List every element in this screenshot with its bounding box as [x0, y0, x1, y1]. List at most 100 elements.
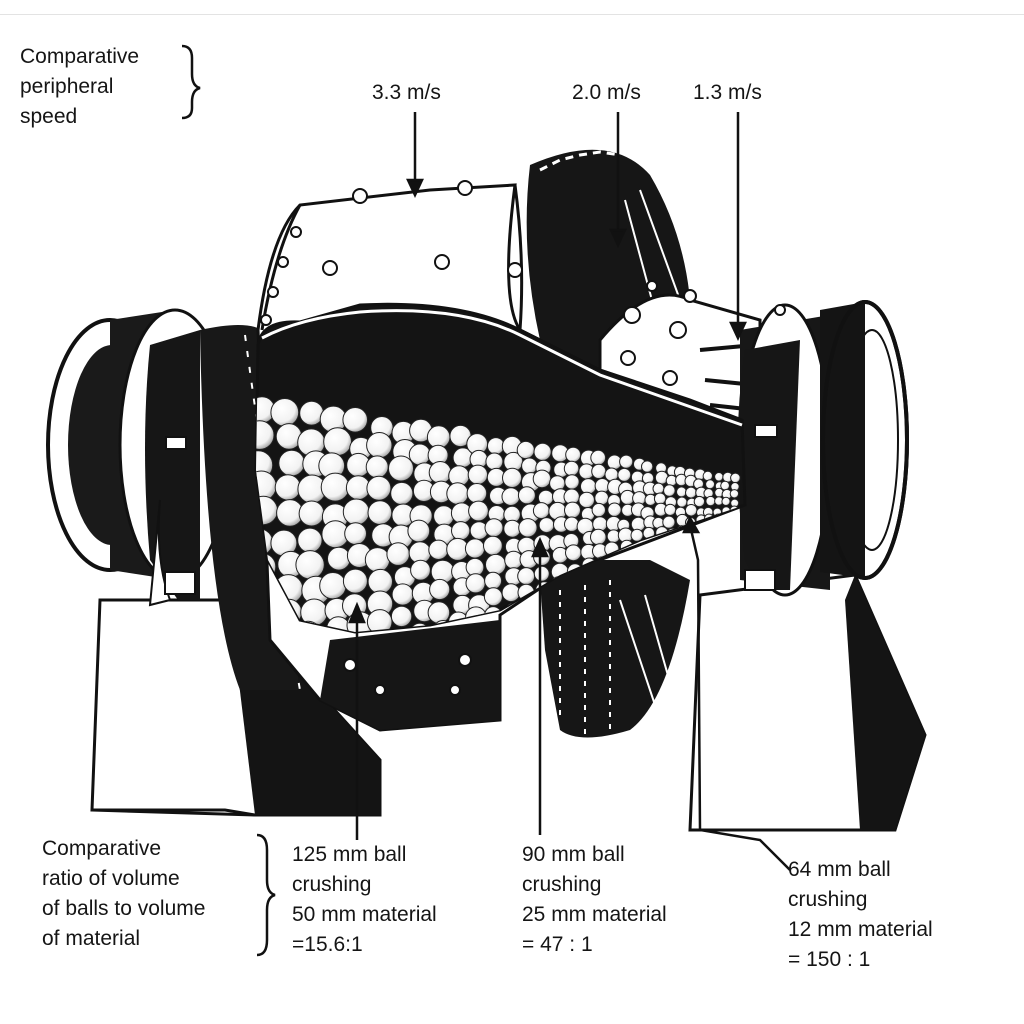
grinding-ball	[298, 500, 325, 527]
grinding-ball	[468, 500, 489, 522]
grinding-ball	[619, 454, 634, 469]
grinding-ball	[483, 535, 503, 556]
grinding-ball	[711, 564, 724, 577]
grinding-ball	[563, 460, 580, 477]
speed-label-end: 1.3 m/s	[693, 81, 762, 104]
grinding-ball	[684, 504, 698, 517]
grinding-ball	[591, 463, 607, 479]
grinding-ball	[705, 576, 717, 588]
grinding-ball	[428, 461, 452, 484]
ball-zone-line: crushing	[788, 888, 868, 911]
grinding-ball	[485, 553, 507, 576]
ball-zone-line: crushing	[522, 873, 602, 896]
grinding-ball	[686, 634, 697, 645]
grinding-ball	[705, 495, 716, 507]
grinding-ball	[713, 558, 724, 569]
grinding-ball	[704, 532, 715, 543]
grinding-ball	[594, 490, 610, 506]
grinding-ball	[652, 482, 665, 495]
grinding-ball	[446, 482, 469, 505]
grinding-ball	[730, 472, 741, 484]
grinding-ball	[408, 443, 431, 466]
grinding-ball	[390, 605, 413, 628]
grinding-ball	[702, 470, 713, 482]
speed-label-shell: 3.3 m/s	[372, 81, 441, 104]
grinding-ball	[451, 521, 471, 541]
grinding-ball	[565, 446, 582, 463]
ball-zone-line: =15.6:1	[292, 933, 363, 956]
grinding-ball	[483, 587, 503, 607]
grinding-ball	[564, 474, 580, 490]
grinding-ball	[590, 528, 607, 546]
grinding-ball	[464, 538, 486, 559]
grinding-ball	[342, 568, 368, 594]
grinding-ball	[630, 528, 644, 542]
grinding-ball	[320, 472, 350, 502]
left-trunnion	[46, 308, 232, 607]
grinding-ball	[722, 574, 733, 585]
ball-zone-64mm: 64 mm ball crushing 12 mm material = 150…	[788, 855, 933, 975]
grinding-ball	[278, 449, 306, 477]
ball-zone-line: 125 mm ball	[292, 843, 407, 866]
grinding-ball	[367, 500, 393, 525]
grinding-ball	[538, 517, 555, 534]
grinding-ball	[720, 513, 732, 525]
grinding-ball	[367, 568, 393, 595]
grinding-ball	[702, 567, 714, 579]
grinding-ball	[386, 542, 411, 566]
grinding-ball	[683, 562, 696, 575]
grinding-ball	[487, 437, 505, 455]
grinding-ball	[390, 481, 414, 506]
speed-legend-line: speed	[20, 105, 78, 128]
grinding-ball	[662, 545, 676, 559]
grinding-ball	[517, 486, 536, 505]
grinding-ball	[607, 502, 622, 517]
grinding-ball	[702, 559, 714, 571]
grinding-ball	[730, 531, 740, 541]
grinding-ball	[731, 523, 741, 534]
grinding-ball	[704, 551, 716, 563]
grinding-ball	[693, 495, 706, 508]
grinding-ball	[297, 527, 323, 553]
grinding-ball	[713, 531, 725, 543]
ratio-legend-line: of balls to volume	[42, 897, 206, 920]
grinding-ball	[366, 609, 393, 632]
grinding-ball	[484, 518, 504, 538]
grinding-ball	[365, 455, 389, 479]
grinding-ball	[429, 578, 451, 601]
grinding-ball	[617, 467, 632, 482]
grinding-ball	[721, 548, 732, 558]
grinding-ball	[466, 483, 488, 504]
grinding-ball	[516, 601, 536, 621]
grinding-ball	[702, 521, 714, 534]
ratio-legend-line: ratio of volume	[42, 867, 180, 890]
grinding-ball	[501, 467, 523, 488]
grinding-ball	[410, 559, 431, 581]
grinding-ball	[517, 567, 536, 586]
grinding-ball	[590, 449, 607, 466]
right-trunnion	[737, 300, 909, 597]
grinding-ball	[662, 515, 676, 529]
shell-cutaway	[254, 302, 747, 645]
grinding-ball	[366, 475, 392, 501]
grinding-ball	[366, 432, 393, 459]
grinding-ball	[683, 612, 697, 626]
grinding-ball	[484, 571, 503, 590]
grinding-ball	[676, 486, 687, 498]
grinding-ball	[721, 496, 731, 506]
ball-zone-line: = 47 : 1	[522, 933, 593, 956]
grinding-ball	[564, 516, 580, 532]
grinding-ball	[675, 554, 687, 566]
grinding-ball	[391, 583, 414, 606]
grinding-ball	[344, 522, 368, 545]
brace-ratio	[256, 833, 276, 957]
ball-zone-line: 50 mm material	[292, 903, 437, 926]
grinding-ball	[687, 594, 698, 605]
grinding-ball	[270, 398, 300, 427]
grinding-ball	[388, 455, 414, 482]
grinding-ball	[729, 489, 740, 499]
ratio-legend-line: Comparative	[42, 837, 162, 860]
grinding-ball	[533, 442, 552, 461]
grinding-ball	[730, 538, 740, 548]
grinding-ball	[720, 579, 732, 591]
